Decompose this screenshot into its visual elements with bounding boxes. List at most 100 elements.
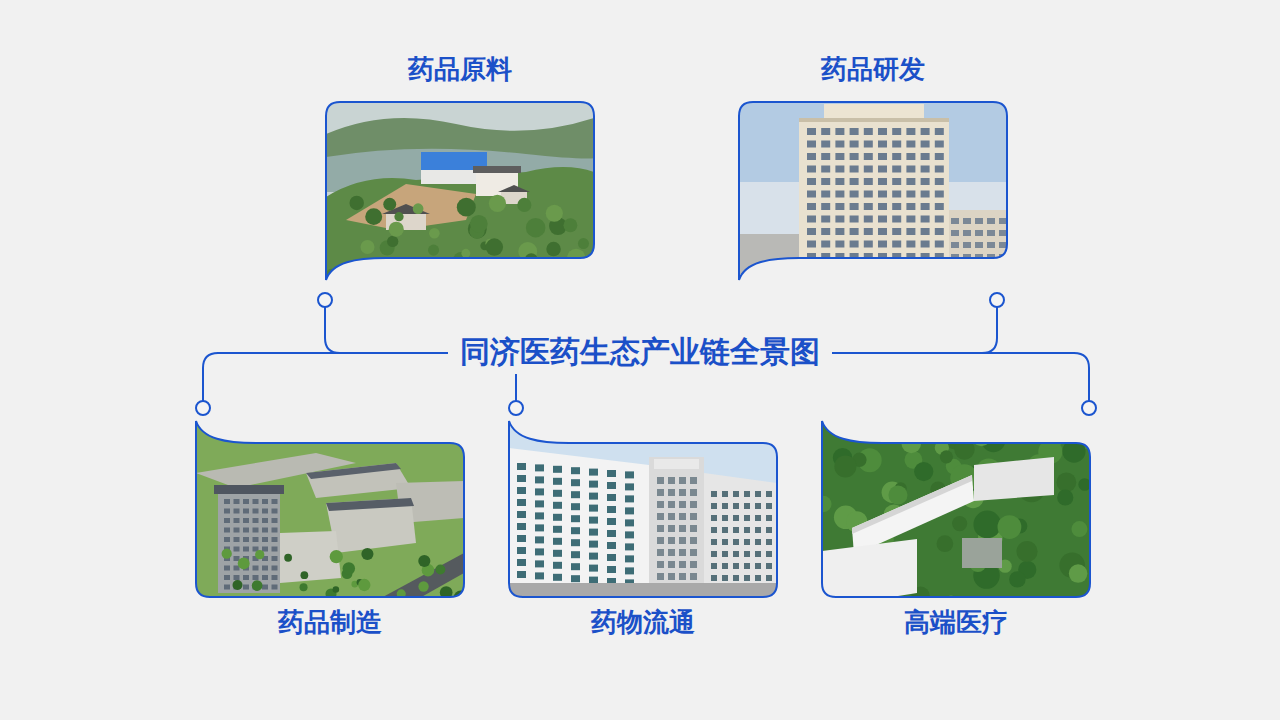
window <box>234 509 240 514</box>
window <box>807 153 816 160</box>
window <box>535 548 544 555</box>
card-outline <box>196 421 464 597</box>
window <box>835 141 844 148</box>
tree <box>305 598 314 607</box>
window <box>589 529 598 536</box>
window <box>864 178 873 185</box>
tree <box>940 450 953 463</box>
window <box>755 503 761 509</box>
window <box>864 153 873 160</box>
window <box>744 539 750 545</box>
window <box>711 491 717 497</box>
window <box>821 241 830 248</box>
window <box>234 575 240 580</box>
window <box>755 491 761 497</box>
tree <box>541 265 552 276</box>
window <box>243 509 249 514</box>
scene <box>815 413 1095 631</box>
window <box>878 216 887 223</box>
window <box>935 191 944 198</box>
window <box>766 575 772 581</box>
scene <box>196 413 467 627</box>
tree <box>461 249 470 258</box>
window <box>975 230 983 236</box>
window <box>951 218 959 224</box>
window <box>517 475 526 482</box>
tree <box>1034 597 1049 612</box>
label-holder: 药物流通 <box>469 605 817 639</box>
window <box>553 562 562 569</box>
junction-dot <box>990 293 1004 307</box>
window <box>850 228 859 235</box>
tree <box>394 212 403 221</box>
card-outline <box>739 102 1007 280</box>
tree <box>1057 489 1073 505</box>
window <box>987 230 995 236</box>
window <box>272 528 278 533</box>
window <box>807 203 816 210</box>
window <box>850 216 859 223</box>
tree <box>418 581 428 591</box>
window <box>262 528 268 533</box>
window <box>571 491 580 498</box>
window <box>553 502 562 509</box>
window <box>571 467 580 474</box>
window <box>690 489 697 496</box>
tree <box>837 603 850 616</box>
tree <box>428 245 439 256</box>
window <box>987 242 995 248</box>
tree <box>517 198 531 212</box>
card-label: 药物流通 <box>591 605 695 639</box>
window <box>906 178 915 185</box>
window <box>744 575 750 581</box>
window <box>744 491 750 497</box>
window <box>722 527 728 533</box>
window <box>272 509 278 514</box>
window <box>835 191 844 198</box>
window <box>589 469 598 476</box>
window <box>935 228 944 235</box>
window <box>766 503 772 509</box>
tree <box>410 268 425 283</box>
window <box>607 506 616 513</box>
window <box>878 128 887 135</box>
window <box>935 128 944 135</box>
window <box>821 153 830 160</box>
window <box>553 574 562 581</box>
window <box>935 241 944 248</box>
tree <box>914 462 933 481</box>
window <box>517 571 526 578</box>
window <box>690 561 697 568</box>
tree <box>470 215 488 233</box>
tree <box>1069 564 1088 583</box>
tree <box>457 198 476 217</box>
window <box>807 141 816 148</box>
window <box>850 166 859 173</box>
window <box>733 503 739 509</box>
tree <box>429 228 440 239</box>
window <box>517 535 526 542</box>
diagram-title: 同济医药生态产业链全景图 <box>448 330 832 374</box>
window <box>272 499 278 504</box>
tree <box>578 238 589 249</box>
tree <box>232 580 242 590</box>
window <box>878 166 887 173</box>
window <box>625 543 634 550</box>
window <box>864 203 873 210</box>
roof <box>326 498 414 511</box>
window <box>850 203 859 210</box>
window <box>850 141 859 148</box>
window <box>607 482 616 489</box>
window <box>657 525 664 532</box>
tree <box>1071 521 1087 537</box>
window <box>668 513 675 520</box>
window <box>999 230 1007 236</box>
window <box>571 503 580 510</box>
roof <box>214 485 284 494</box>
window <box>821 203 830 210</box>
window <box>535 488 544 495</box>
window <box>906 166 915 173</box>
window <box>921 216 930 223</box>
window <box>224 528 230 533</box>
